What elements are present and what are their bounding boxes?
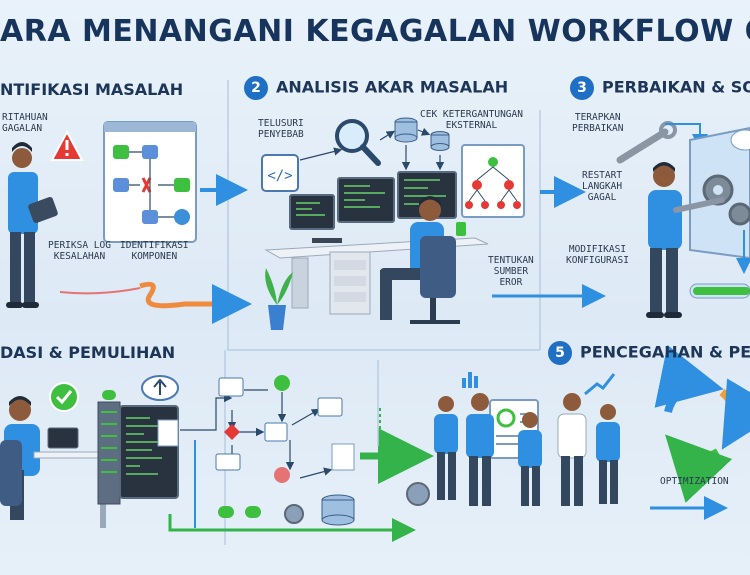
page-title: ARA MENANGANI KEGAGALAN WORKFLOW OTOMATI <box>0 14 750 49</box>
gear-icon <box>406 482 430 506</box>
flow-diagram <box>180 389 333 479</box>
check-icon <box>274 375 290 391</box>
check-bubble-icon <box>49 382 79 412</box>
step-4-title: DASI & PEMULIHAN <box>0 343 176 362</box>
team-member <box>518 412 542 506</box>
person-analyst <box>380 196 460 324</box>
step-5-heading: 5 PENCEGAHAN & PEN <box>548 341 750 365</box>
decision-icon <box>224 424 240 440</box>
trend-chart-icon <box>584 373 616 396</box>
step-4-heading: DASI & PEMULIHAN <box>0 343 175 362</box>
person-shirt <box>8 172 38 234</box>
error-node-icon <box>274 467 290 483</box>
office-chair <box>0 440 22 506</box>
hierarchy-window <box>461 144 525 218</box>
server-rack <box>97 390 121 505</box>
flow-node <box>218 377 244 397</box>
step-2-number-badge: 2 <box>244 76 268 100</box>
failure-path <box>59 281 252 324</box>
label-trace-cause: TELUSURI PENYEBAB <box>258 118 304 140</box>
wrench-icon <box>616 121 677 164</box>
label-check-log: PERIKSA LOG KESALAHAN <box>48 240 111 262</box>
flow-node <box>215 453 241 471</box>
label-restart-step: RESTART LANGKAH GAGAL <box>582 170 623 203</box>
magnifier-icon <box>335 119 381 166</box>
plant-icon <box>265 268 293 330</box>
document-icon <box>157 419 179 447</box>
green-path-arrow <box>168 514 416 542</box>
label-optimization: OPTIMIZATION <box>660 476 729 487</box>
office-chair <box>420 236 456 298</box>
team-member <box>596 404 620 504</box>
bar-chart-icon <box>462 372 478 388</box>
cloud-upload-icon <box>141 375 179 401</box>
gear-screen <box>689 126 750 260</box>
workflow-diagram-window <box>103 121 197 243</box>
team-group <box>434 393 620 506</box>
person-inspector <box>6 142 58 308</box>
step-2-title: ANALISIS AKAR MASALAH <box>276 77 509 97</box>
step-1-heading: NTIFIKASI MASALAH <box>0 80 183 99</box>
connector-arrows <box>299 127 445 171</box>
team-member <box>557 393 587 506</box>
label-apply-fix: TERAPKAN PERBAIKAN <box>572 112 624 134</box>
optimization-cycle-icon <box>654 345 750 503</box>
mug-icon <box>456 222 466 236</box>
step-3-number-badge: 3 <box>570 76 594 100</box>
tablet-icon <box>28 197 58 223</box>
cloud-icon <box>730 129 750 151</box>
team-member <box>466 393 494 506</box>
label-notice-failure: RITAHUAN GAGALAN <box>2 112 48 134</box>
team-member <box>434 396 458 500</box>
terminal-window <box>119 405 179 499</box>
step-3-title: PERBAIKAN & SO <box>602 77 750 97</box>
step-5-title: PENCEGAHAN & PEN <box>580 342 750 362</box>
step-1-title: NTIFIKASI MASALAH <box>0 80 184 99</box>
gear-icon <box>284 504 304 524</box>
step-3-heading: 3 PERBAIKAN & SO <box>570 76 750 100</box>
broken-link-icon <box>141 177 152 193</box>
person-validator <box>0 396 40 520</box>
person-fixer <box>646 162 725 318</box>
label-identify-component: IDENTIFIKASI KOMPONEN <box>120 240 189 262</box>
wrench-in-hand-icon <box>673 197 725 213</box>
green-alarm-icons <box>218 506 261 518</box>
database-icon <box>394 117 418 143</box>
gear-icon <box>728 202 750 226</box>
alert-icon <box>50 129 84 161</box>
label-check-dependency: CEK KETERGANTUNGAN EKSTERNAL <box>420 109 523 131</box>
code-window-icon: </> <box>261 154 299 192</box>
status-light-icon <box>102 390 116 400</box>
flow-node <box>264 422 288 442</box>
progress-bar <box>689 283 750 299</box>
flow-node <box>317 397 343 417</box>
label-modify-config: MODIFIKASI KONFIGURASI <box>566 244 629 266</box>
document-icon <box>331 443 355 471</box>
analyst-workstation <box>264 171 489 315</box>
database-icon <box>321 494 355 526</box>
step-5-number-badge: 5 <box>548 341 572 365</box>
step-2-heading: 2 ANALISIS AKAR MASALAH <box>244 76 508 100</box>
label-determine-source: TENTUKAN SUMBER EROR <box>488 255 534 288</box>
svg-text:</>: </> <box>267 168 292 184</box>
database-small-icon <box>430 131 450 151</box>
